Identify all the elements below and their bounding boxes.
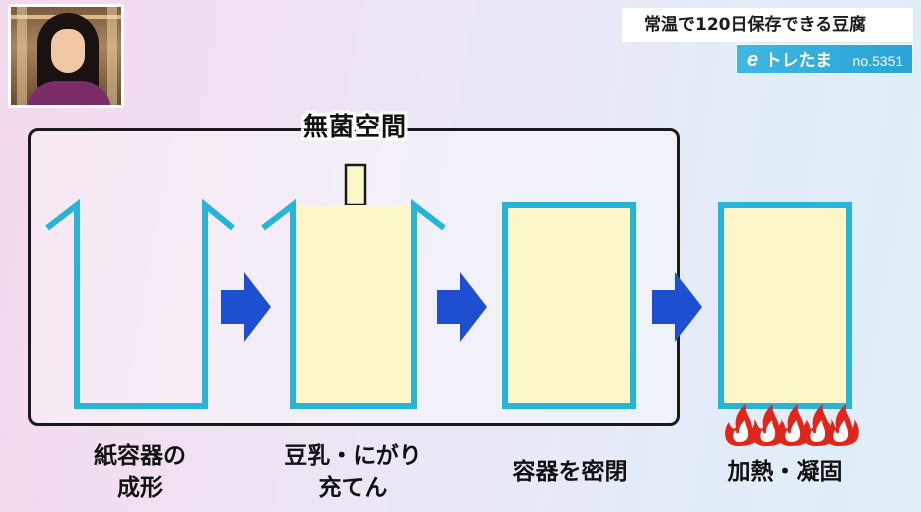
arrow-right-icon [652, 272, 702, 342]
arrow-right-icon [221, 272, 271, 342]
step2-label-line2: 充てん [318, 475, 388, 501]
presenter-image [11, 7, 121, 105]
filling-nozzle-icon [344, 163, 367, 207]
step1-open-container [45, 198, 235, 409]
step4-heated-container [718, 202, 852, 409]
presenter-body [27, 81, 111, 105]
step1-label: 紙容器の 成形 [60, 440, 220, 504]
step3-label-line1: 容器を密閉 [512, 459, 628, 485]
flame-icon [725, 404, 759, 446]
step1-label-line1: 紙容器の [94, 443, 186, 469]
segment-name: トレたま [764, 51, 833, 71]
segment-badge: e トレたま no.5351 [736, 44, 913, 74]
flame-icon [825, 404, 859, 446]
step3-label: 容器を密閉 [490, 456, 650, 488]
step2-label-line1: 豆乳・にがり [284, 443, 422, 469]
segment-number: no.5351 [852, 53, 904, 69]
headline-caption: 常温で120日保存できる豆腐 [622, 8, 913, 42]
pip-light [17, 7, 27, 105]
step2-label: 豆乳・にがり 充てん [268, 440, 438, 504]
arrow-right-icon [437, 272, 487, 342]
step2-filled-container [261, 198, 446, 409]
flame-row [725, 404, 859, 446]
segment-logo-icon: e [747, 49, 759, 71]
step4-label-line1: 加熱・凝固 [727, 459, 843, 485]
step3-sealed-container [502, 202, 636, 409]
pip-light [107, 7, 117, 105]
step1-label-line2: 成形 [117, 475, 163, 501]
step4-label: 加熱・凝固 [705, 456, 865, 488]
presenter-video-inset [8, 4, 124, 108]
sterile-space-label: 無菌空間 [302, 112, 407, 141]
presenter-face [51, 29, 85, 73]
